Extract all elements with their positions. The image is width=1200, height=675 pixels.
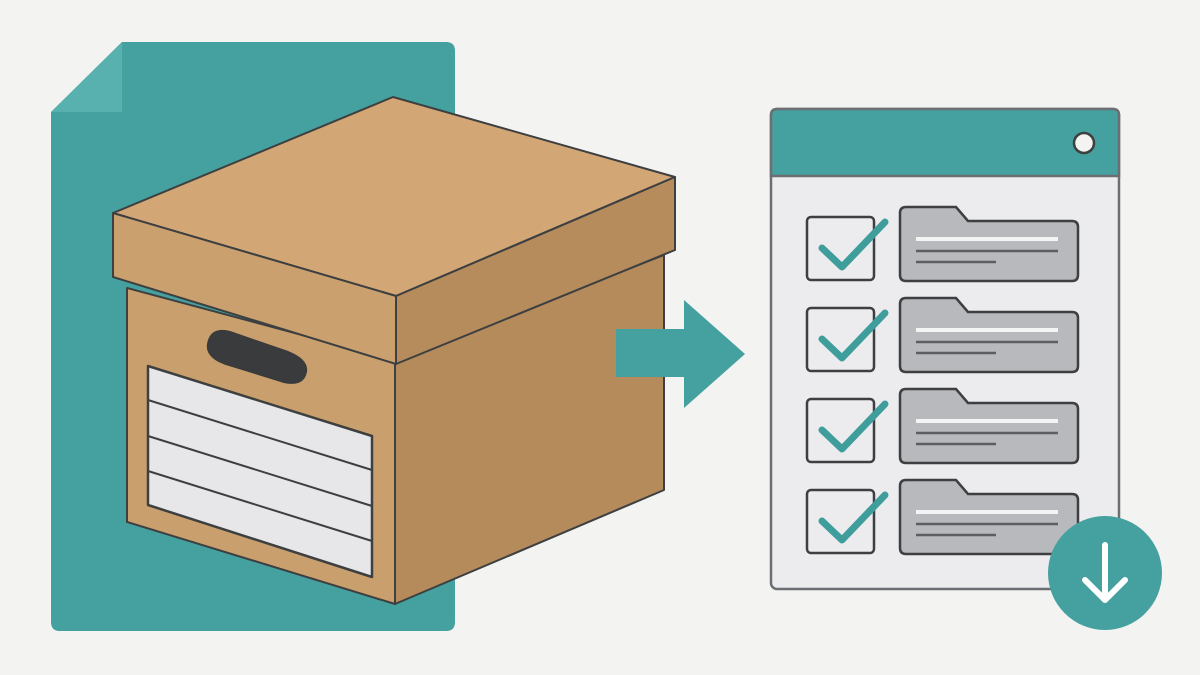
window-dot [1072, 131, 1096, 155]
checklist-item [805, 478, 1080, 556]
download-icon[interactable] [1048, 516, 1162, 630]
checkmark-icon [818, 400, 889, 453]
checkbox[interactable] [805, 488, 876, 555]
checklist-item [805, 387, 1080, 465]
archive-box-icon [112, 96, 676, 605]
checklist-window-icon [769, 107, 1121, 591]
box-label [146, 364, 374, 579]
checkmark-icon [818, 218, 889, 271]
checkbox[interactable] [805, 306, 876, 373]
box-handle [206, 329, 308, 384]
checklist-item [805, 205, 1080, 283]
checkmark-icon [818, 309, 889, 362]
checkbox[interactable] [805, 215, 876, 282]
arrow-right-icon [616, 300, 745, 408]
checkmark-icon [818, 491, 889, 544]
checklist [805, 205, 1080, 556]
checklist-item [805, 296, 1080, 374]
checkbox[interactable] [805, 397, 876, 464]
